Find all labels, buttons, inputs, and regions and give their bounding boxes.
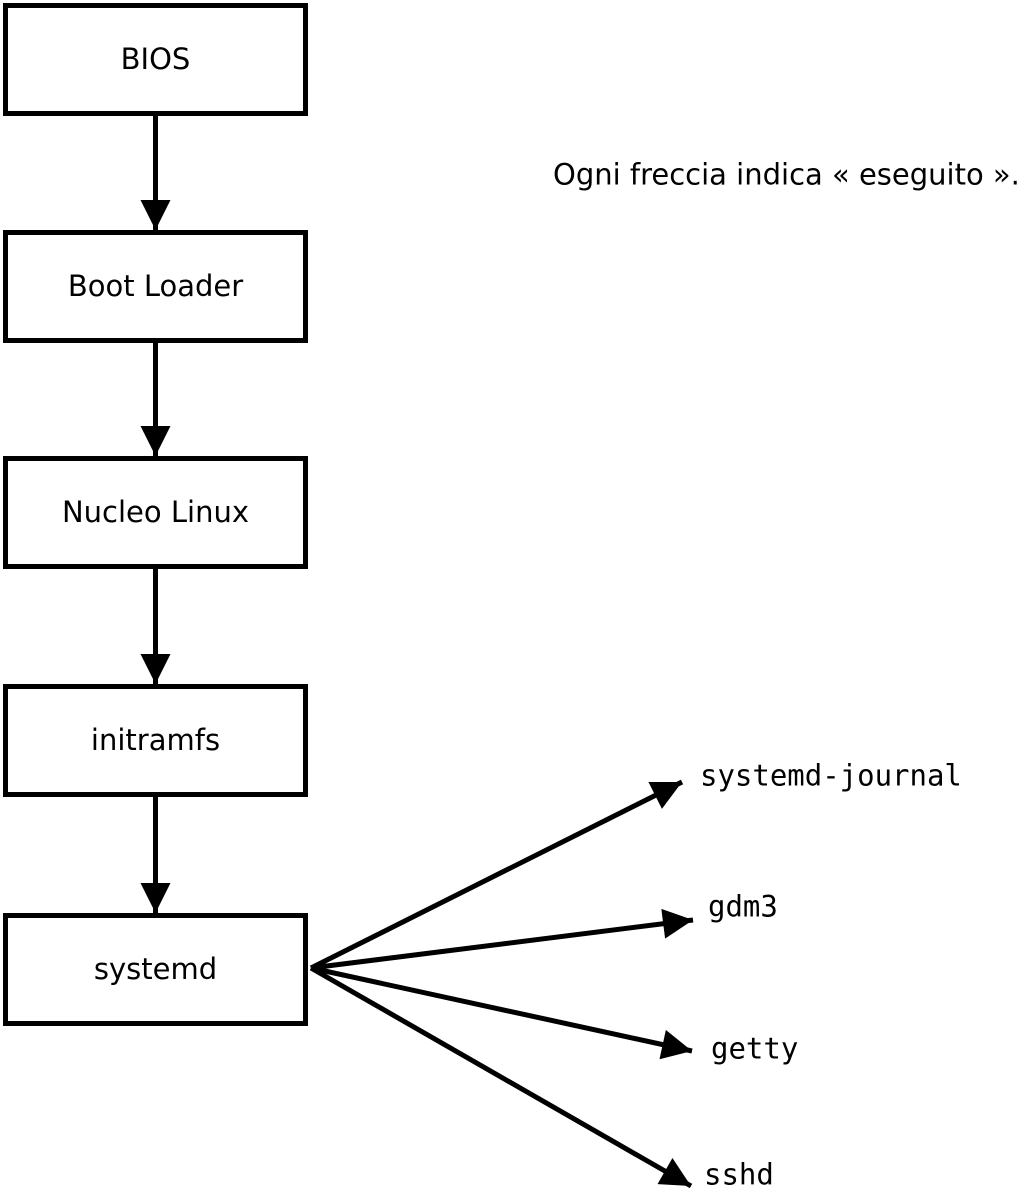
- box-systemd-label: systemd: [93, 952, 218, 986]
- box-initramfs-label: initramfs: [90, 723, 221, 757]
- arrow-systemd-to-sshd: [309, 965, 693, 1189]
- service-label-sshd: sshd: [704, 1157, 774, 1192]
- box-bios: BIOS: [3, 3, 308, 116]
- box-bios-label: BIOS: [120, 42, 191, 76]
- box-initramfs: initramfs: [3, 684, 308, 797]
- service-label-systemd-journal: systemd-journal: [700, 758, 962, 793]
- diagram-caption: Ogni freccia indica « eseguito ».: [553, 157, 1020, 192]
- service-label-gdm3: gdm3: [708, 889, 778, 924]
- box-nucleo-linux-label: Nucleo Linux: [61, 495, 249, 529]
- box-systemd: systemd: [3, 913, 308, 1026]
- arrow-systemd-to-journal: [309, 779, 684, 971]
- service-label-getty: getty: [711, 1031, 799, 1066]
- box-boot-loader-label: Boot Loader: [67, 269, 244, 303]
- box-boot-loader: Boot Loader: [3, 230, 308, 343]
- box-nucleo-linux: Nucleo Linux: [3, 456, 308, 569]
- arrow-systemd-to-gdm3: [310, 908, 694, 971]
- arrow-systemd-to-getty: [310, 965, 693, 1060]
